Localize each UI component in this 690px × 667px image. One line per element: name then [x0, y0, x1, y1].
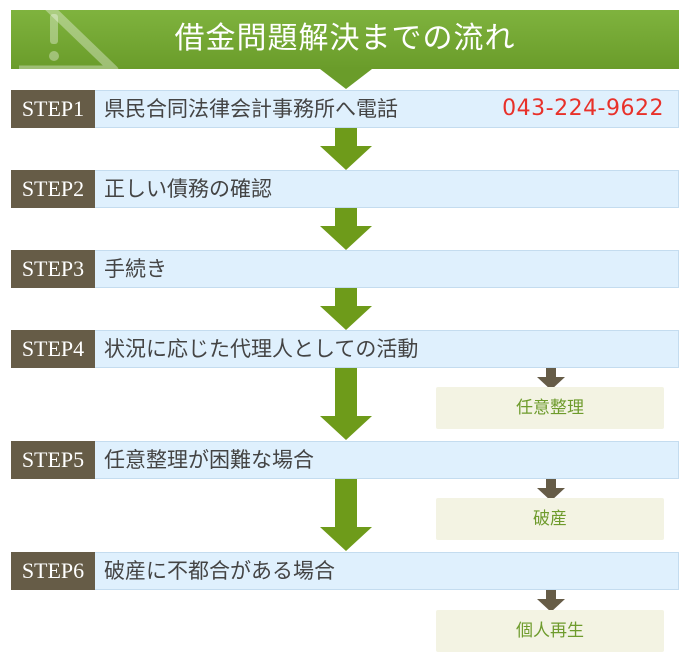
step-label: STEP2 — [11, 170, 95, 208]
step-text: 県民合同法律会計事務所へ電話 — [104, 97, 398, 121]
warning-icon — [19, 10, 119, 69]
step-row-5: STEP5 任意整理が困難な場合 — [11, 441, 679, 479]
step-text: 状況に応じた代理人としての活動 — [104, 337, 419, 361]
down-arrow-icon — [537, 590, 565, 612]
phone-number[interactable]: 043-224-9622 — [502, 96, 664, 121]
outcome-box-personal-rehabilitation: 個人再生 — [436, 610, 664, 652]
step-label: STEP5 — [11, 441, 95, 479]
down-arrow-icon — [537, 479, 565, 501]
down-arrow-icon — [320, 288, 372, 330]
step-text: 任意整理が困難な場合 — [104, 448, 314, 472]
down-arrow-icon — [320, 368, 372, 440]
down-arrow-icon — [320, 479, 372, 551]
flow-header: 借金問題解決までの流れ — [11, 10, 679, 69]
step-text: 破産に不都合がある場合 — [104, 559, 335, 583]
step-label: STEP6 — [11, 552, 95, 590]
outcome-box-bankruptcy: 破産 — [436, 498, 664, 540]
step-row-1: STEP1 県民合同法律会計事務所へ電話 043-224-9622 — [11, 90, 679, 128]
step-row-2: STEP2 正しい債務の確認 — [11, 170, 679, 208]
step-row-3: STEP3 手続き — [11, 250, 679, 288]
step-row-6: STEP6 破産に不都合がある場合 — [11, 552, 679, 590]
step-text: 正しい債務の確認 — [104, 177, 272, 201]
page-title: 借金問題解決までの流れ — [174, 21, 516, 56]
step-text: 手続き — [104, 257, 167, 281]
step-label: STEP3 — [11, 250, 95, 288]
down-arrow-icon — [320, 208, 372, 250]
step-label: STEP4 — [11, 330, 95, 368]
step-row-4: STEP4 状況に応じた代理人としての活動 — [11, 330, 679, 368]
outcome-box-voluntary-arrangement: 任意整理 — [436, 387, 664, 429]
step-label: STEP1 — [11, 90, 95, 128]
down-arrow-icon — [537, 368, 565, 390]
down-arrow-icon — [320, 128, 372, 170]
header-pointer — [320, 69, 372, 89]
